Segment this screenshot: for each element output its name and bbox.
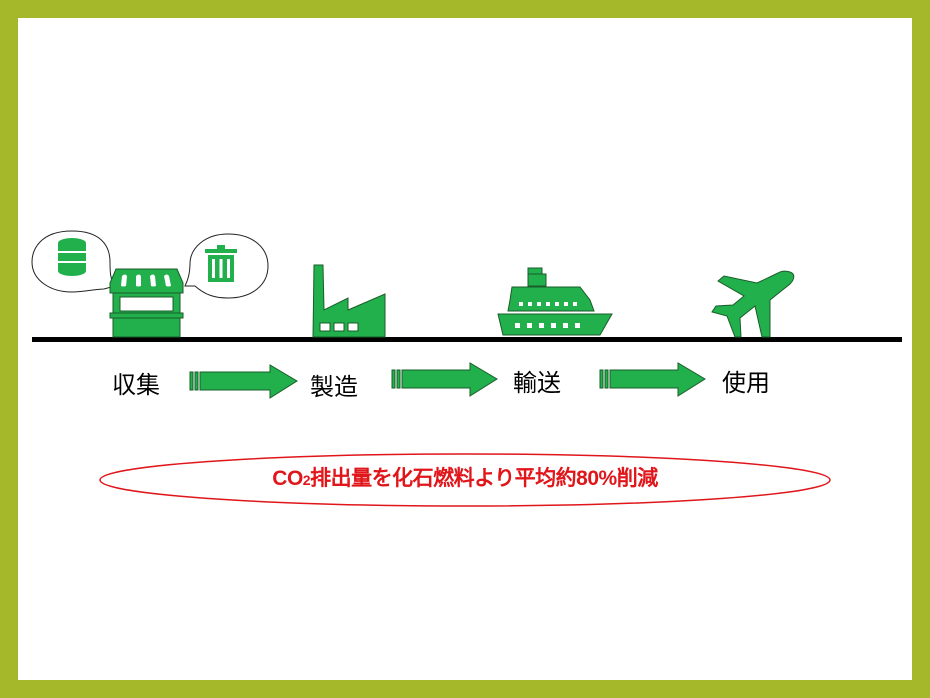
airplane-icon	[711, 270, 795, 338]
slide-background	[18, 18, 912, 680]
speech-bubble-database	[31, 230, 116, 293]
trash-can-icon	[205, 245, 237, 282]
shop-icon	[109, 268, 184, 338]
arrow-transport-to-use	[599, 362, 706, 397]
ground-line	[32, 337, 902, 342]
stage-label-manufacture: 製造	[310, 373, 358, 401]
ship-icon	[497, 267, 613, 336]
stage-label-use: 使用	[722, 369, 770, 397]
arrow-collect-to-manufacture	[189, 364, 298, 399]
co2-reduction-note: CO2排出量を化石燃料より平均約80%削減	[272, 467, 658, 490]
arrow-manufacture-to-transport	[391, 362, 498, 397]
stage-label-collect: 収集	[112, 371, 160, 399]
database-icon	[58, 238, 86, 276]
stage-label-transport: 輸送	[513, 369, 561, 397]
factory-icon	[312, 264, 386, 338]
highlight-ellipse	[99, 453, 831, 507]
